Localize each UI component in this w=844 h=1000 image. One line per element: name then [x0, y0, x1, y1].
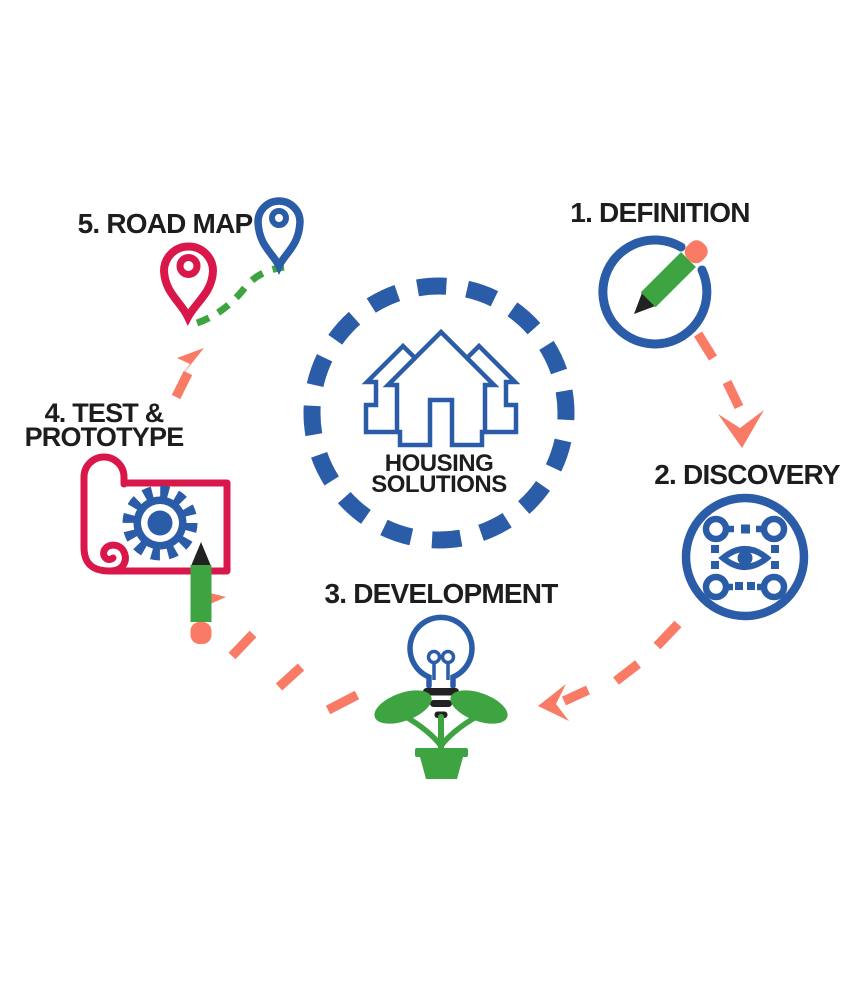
arrow-test-to-roadmap	[171, 348, 204, 400]
stage-label-test-prototype: 4. TEST & PROTOTYPE	[24, 398, 185, 452]
center-title: HOUSING SOLUTIONS	[371, 450, 507, 498]
arrow-definition-to-discovery	[693, 331, 764, 448]
stage-label-definition: 1. DEFINITION	[570, 197, 750, 228]
arrow-discovery-to-development	[538, 620, 682, 721]
pencil-circle-icon	[598, 235, 712, 349]
blueprint-gear-pencil-icon	[80, 453, 231, 644]
stage-label-road-map: 5. ROAD MAP	[77, 208, 254, 239]
eye-network-icon	[681, 493, 809, 621]
map-pins-icon	[159, 197, 304, 327]
stage-label-test-line2: PROTOTYPE	[24, 422, 185, 452]
roadmap-dashed-path	[195, 263, 285, 327]
stage-label-development: 3. DEVELOPMENT	[324, 578, 558, 609]
housing-cluster-icon	[361, 328, 521, 448]
center-circle-dashes	[303, 277, 575, 549]
red-pin-icon	[159, 242, 218, 326]
lightbulb-plant-icon	[374, 614, 508, 779]
stage-label-discovery: 2. DISCOVERY	[654, 459, 840, 490]
pencil-icon	[190, 542, 212, 644]
center-title-line2: SOLUTIONS	[371, 471, 507, 498]
stage-label-test-line1: 4. TEST &	[44, 398, 165, 428]
blue-pin-icon	[254, 197, 304, 275]
gear-icon	[122, 485, 198, 561]
center-title-line1: HOUSING	[384, 450, 494, 477]
